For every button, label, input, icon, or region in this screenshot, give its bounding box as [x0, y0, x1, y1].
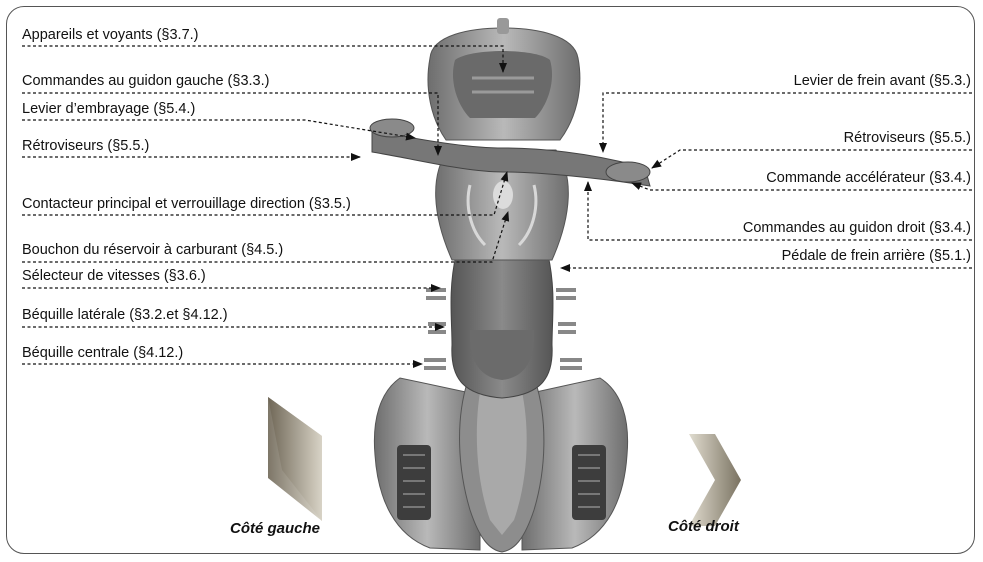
label-selecteur-vitesses: Sélecteur de vitesses (§3.6.) — [22, 268, 206, 284]
label-contacteur-principal: Contacteur principal et verrouillage dir… — [22, 196, 351, 212]
label-bouchon-reservoir: Bouchon du réservoir à carburant (§4.5.) — [22, 242, 283, 258]
label-commandes-guidon-droit: Commandes au guidon droit (§3.4.) — [743, 220, 971, 236]
motorcycle-illustration — [370, 18, 650, 552]
left-direction-arrow-head — [268, 397, 322, 521]
label-levier-embrayage: Levier d’embrayage (§5.4.) — [22, 101, 195, 117]
label-commande-accelerateur: Commande accélérateur (§3.4.) — [766, 170, 971, 186]
label-commandes-guidon-gauche: Commandes au guidon gauche (§3.3.) — [22, 73, 269, 89]
right-direction-arrow — [689, 434, 741, 526]
label-levier-frein-avant: Levier de frein avant (§5.3.) — [794, 73, 971, 89]
label-retroviseurs-droit: Rétroviseurs (§5.5.) — [844, 130, 971, 146]
label-retroviseurs-gauche: Rétroviseurs (§5.5.) — [22, 138, 149, 154]
caption-cote-gauche: Côté gauche — [230, 520, 320, 537]
label-appareils-voyants: Appareils et voyants (§3.7.) — [22, 27, 199, 43]
label-pedale-frein-arriere: Pédale de frein arrière (§5.1.) — [782, 248, 971, 264]
caption-cote-droit: Côté droit — [668, 518, 739, 535]
label-bequille-laterale: Béquille latérale (§3.2.et §4.12.) — [22, 307, 228, 323]
label-bequille-centrale: Béquille centrale (§4.12.) — [22, 345, 183, 361]
